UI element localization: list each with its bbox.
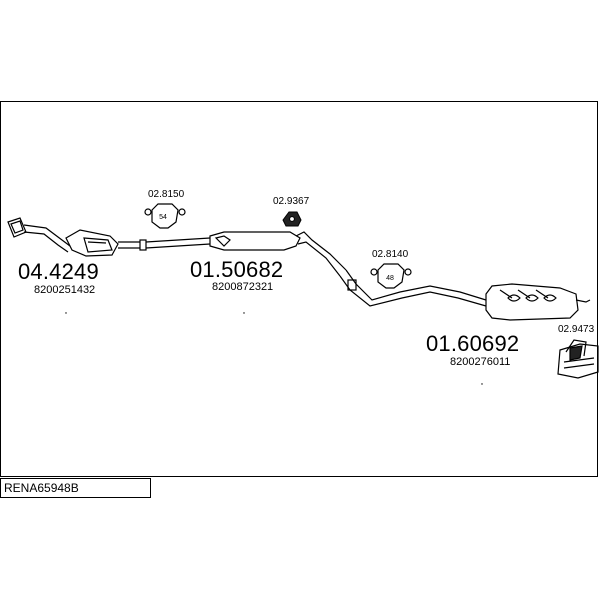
oe-number-catalyst: 8200251432 — [34, 284, 96, 296]
accessory-number-3: 02.8140 — [372, 249, 409, 260]
accessory-number-4: 02.9473 — [558, 324, 595, 335]
mount-mark-54: 54 — [159, 214, 167, 221]
accessory-number-2: 02.9367 — [273, 196, 310, 207]
rubber-mount-icon — [370, 263, 412, 289]
marker-dot — [243, 312, 245, 314]
front-flange-icon — [7, 217, 27, 238]
oe-number-rear-silencer: 8200276011 — [450, 356, 511, 368]
oe-number-middle-silencer: 8200872321 — [212, 281, 274, 293]
part-number-middle-silencer: 01.50682 — [190, 257, 284, 282]
mount-mark-48: 48 — [386, 275, 394, 282]
rear-silencer-part — [339, 269, 591, 321]
diagram-frame — [0, 101, 598, 477]
part-number-rear-silencer: 01.60692 — [426, 331, 520, 356]
rubber-mount-icon — [144, 203, 186, 229]
rubber-buffer-icon — [282, 211, 302, 227]
catalytic-converter-part — [23, 224, 147, 257]
mounting-bracket-icon — [557, 339, 599, 379]
diagram-code: RENA65948B — [0, 478, 151, 498]
marker-dot — [481, 383, 483, 385]
part-number-catalyst: 04.4249 — [18, 259, 99, 284]
middle-silencer-part — [145, 231, 347, 277]
marker-dot — [65, 312, 67, 314]
accessory-number-1: 02.8150 — [148, 189, 185, 200]
